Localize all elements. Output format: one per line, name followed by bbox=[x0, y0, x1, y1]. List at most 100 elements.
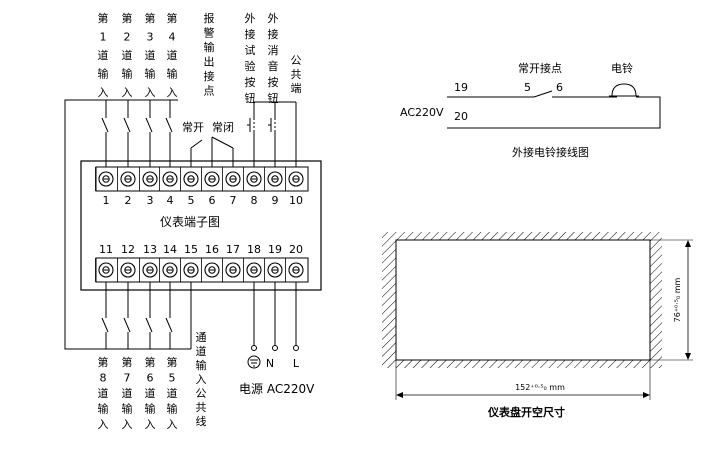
top-term-label: 4 bbox=[167, 194, 174, 207]
top-term-label: 6 bbox=[209, 194, 216, 207]
power-n: N bbox=[266, 357, 274, 370]
svg-text:入: 入 bbox=[122, 86, 133, 99]
svg-text:1: 1 bbox=[100, 31, 107, 44]
svg-text:道: 道 bbox=[122, 48, 133, 62]
top-screw-4 bbox=[162, 171, 178, 187]
cutout-diagram: 76⁺⁰·⁵₀ mm 152⁺⁰·⁵₀ mm 仪表盘开空尺寸 bbox=[382, 232, 693, 419]
top-term-label: 8 bbox=[251, 194, 258, 207]
svg-text:道: 道 bbox=[145, 48, 156, 62]
bottom-term-label: 11 bbox=[99, 243, 113, 256]
bell-caption: 外接电铃接线图 bbox=[512, 145, 589, 159]
svg-text:第: 第 bbox=[98, 355, 109, 369]
svg-text:线: 线 bbox=[196, 414, 207, 428]
bell-c5: 5 bbox=[524, 81, 531, 94]
top-screw-3 bbox=[142, 171, 158, 187]
bell-contact-label: 常开接点 bbox=[518, 62, 562, 75]
top-term-label: 10 bbox=[289, 194, 303, 207]
svg-text:报: 报 bbox=[204, 11, 215, 25]
svg-text:输: 输 bbox=[196, 358, 207, 372]
cutout-height: 76⁺⁰·⁵₀ mm bbox=[673, 277, 682, 322]
svg-text:6: 6 bbox=[147, 372, 154, 385]
svg-text:入: 入 bbox=[145, 86, 156, 99]
svg-text:道: 道 bbox=[122, 386, 133, 400]
instrument-outline bbox=[80, 160, 322, 291]
svg-text:钮: 钮 bbox=[245, 91, 256, 105]
top-screw-2 bbox=[120, 171, 136, 187]
svg-text:输: 输 bbox=[98, 67, 109, 81]
svg-text:第: 第 bbox=[98, 11, 109, 25]
bottom-term-label: 16 bbox=[205, 243, 219, 256]
svg-text:警: 警 bbox=[204, 26, 215, 40]
top-term-label: 9 bbox=[272, 194, 279, 207]
svg-text:入: 入 bbox=[167, 418, 178, 431]
bottom-term-label: 17 bbox=[226, 243, 240, 256]
svg-text:按: 按 bbox=[268, 75, 279, 89]
svg-text:端: 端 bbox=[291, 82, 302, 95]
bottom-term-label: 15 bbox=[184, 243, 198, 256]
svg-text:出: 出 bbox=[204, 55, 215, 69]
bottom-term-label: 18 bbox=[247, 243, 261, 256]
bottom-screw-18 bbox=[246, 262, 262, 278]
bell-icon bbox=[609, 83, 639, 97]
bell-c6: 6 bbox=[556, 81, 563, 94]
svg-text:钮: 钮 bbox=[268, 91, 279, 105]
bell-diagram: 19 常开接点 5 6 电铃 AC220V 20 外接电铃接线图 bbox=[400, 61, 661, 159]
top-screw-5 bbox=[183, 171, 199, 187]
svg-text:道: 道 bbox=[145, 386, 156, 400]
svg-text:输: 输 bbox=[167, 67, 178, 81]
svg-text:输: 输 bbox=[145, 402, 156, 416]
svg-text:8: 8 bbox=[100, 372, 107, 385]
top-term-label: 1 bbox=[103, 194, 110, 207]
bottom-screw-14 bbox=[162, 262, 178, 278]
no-label: 常开 bbox=[182, 121, 204, 134]
svg-text:消: 消 bbox=[268, 43, 279, 57]
common-term-label: 公共端 bbox=[291, 54, 302, 95]
svg-text:入: 入 bbox=[167, 86, 178, 99]
top-term-label: 3 bbox=[147, 194, 154, 207]
bottom-screw-17 bbox=[225, 262, 241, 278]
bottom-screw-15 bbox=[183, 262, 199, 278]
svg-text:第: 第 bbox=[145, 355, 156, 369]
svg-text:输: 输 bbox=[122, 67, 133, 81]
svg-text:4: 4 bbox=[169, 31, 176, 44]
svg-text:点: 点 bbox=[204, 85, 215, 98]
ground-icon bbox=[247, 355, 261, 369]
top-screw-7 bbox=[225, 171, 241, 187]
svg-text:按: 按 bbox=[245, 75, 256, 89]
top-screw-10 bbox=[288, 171, 304, 187]
top-term-label: 2 bbox=[125, 194, 132, 207]
top-channel-labels: 第1道输入第2道输入第3道输入第4道输入报警输出接点外接试验按钮外接消音按钮公共… bbox=[98, 11, 302, 105]
bottom-term-label: 14 bbox=[163, 243, 177, 256]
svg-text:共: 共 bbox=[196, 401, 207, 414]
svg-text:共: 共 bbox=[291, 68, 302, 81]
power-l: L bbox=[293, 357, 300, 370]
power-label: 电源 AC220V bbox=[239, 382, 315, 396]
svg-text:道: 道 bbox=[196, 344, 207, 358]
svg-text:第: 第 bbox=[167, 355, 178, 369]
svg-text:公: 公 bbox=[196, 387, 207, 400]
svg-text:通: 通 bbox=[196, 331, 207, 344]
svg-text:入: 入 bbox=[196, 373, 207, 386]
svg-text:输: 输 bbox=[122, 402, 133, 416]
svg-text:音: 音 bbox=[268, 59, 279, 73]
svg-text:输: 输 bbox=[204, 40, 215, 54]
bottom-screw-13 bbox=[142, 262, 158, 278]
svg-text:外: 外 bbox=[245, 12, 256, 25]
svg-text:输: 输 bbox=[98, 402, 109, 416]
bottom-screw-12 bbox=[120, 262, 136, 278]
svg-text:7: 7 bbox=[124, 372, 131, 385]
bottom-term-label: 13 bbox=[143, 243, 157, 256]
bottom-screw-11 bbox=[98, 262, 114, 278]
bell-label: 电铃 bbox=[611, 61, 633, 75]
bottom-term-label: 19 bbox=[268, 243, 282, 256]
svg-text:外: 外 bbox=[268, 12, 279, 25]
common-loop-top bbox=[64, 99, 171, 350]
bell-t19: 19 bbox=[454, 81, 468, 94]
